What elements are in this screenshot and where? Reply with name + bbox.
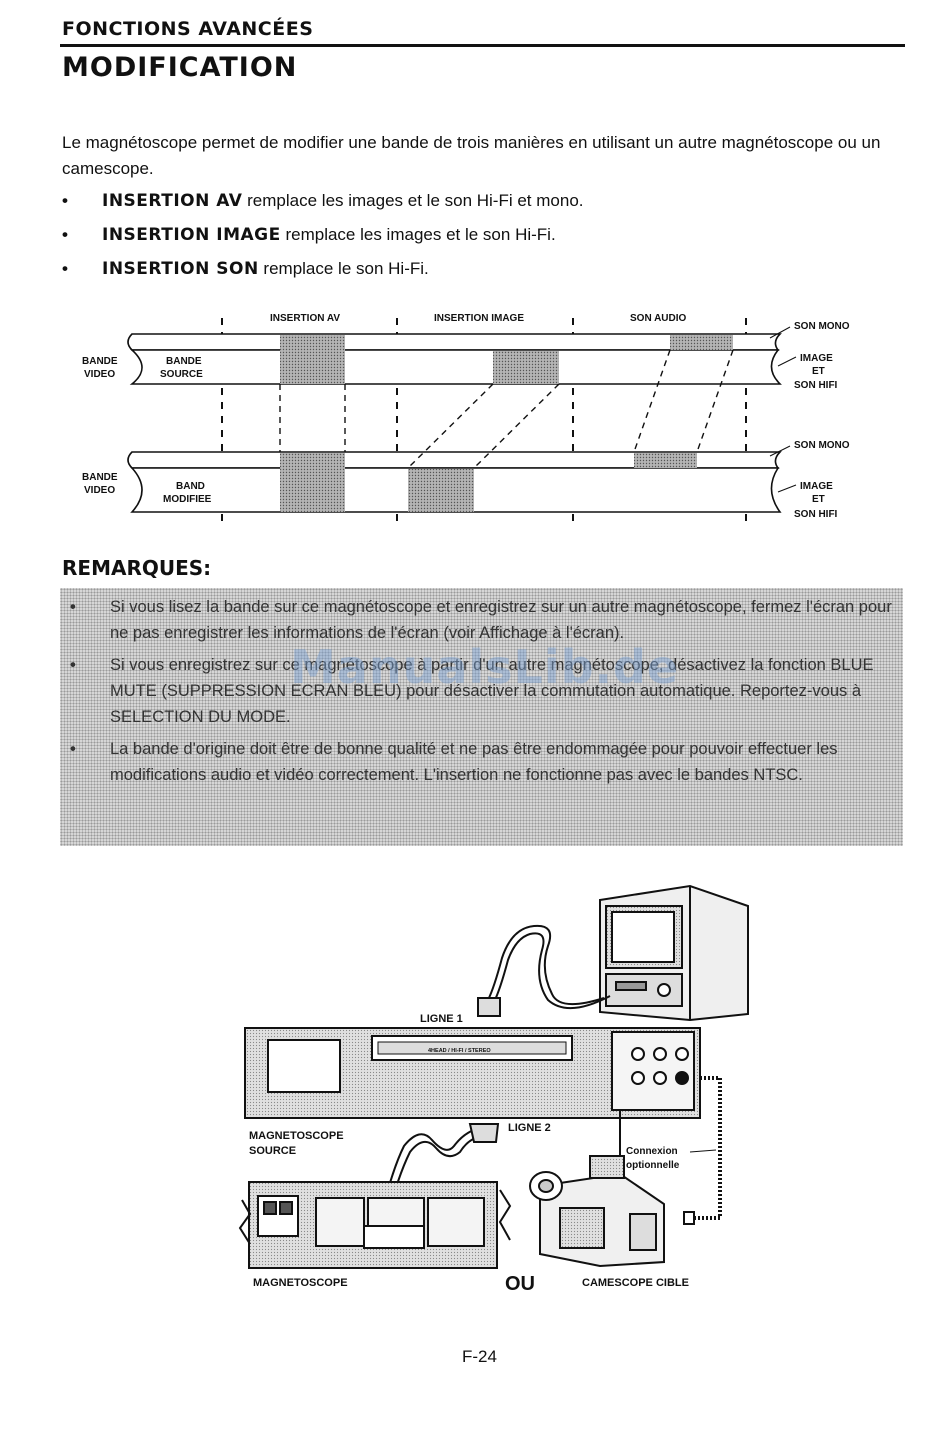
list-text: remplace le son Hi-Fi. [258, 259, 429, 278]
label-bande-video-top-1: BANDE [82, 356, 118, 367]
label-ligne2: LIGNE 2 [508, 1122, 551, 1134]
list-keyword: INSERTION AV [102, 191, 243, 211]
label-source-vcr-2: SOURCE [249, 1145, 296, 1157]
vcr-back-panel [248, 1181, 498, 1269]
list-text: remplace les images et le son Hi-Fi. [280, 225, 556, 244]
list-keyword: INSERTION SON [102, 259, 259, 279]
list-item: •La bande d'origine doit être de bonne q… [70, 740, 838, 784]
remark-text: Si vous enregistrez sur ce magnétoscope … [110, 656, 874, 726]
section-title: FONCTIONS AVANCÉES [62, 18, 314, 40]
label-source-vcr-1: MAGNETOSCOPE [249, 1130, 344, 1142]
remarks-shaded-box [60, 588, 903, 846]
list-item: •Si vous enregistrez sur ce magnétoscope… [70, 656, 874, 726]
label-band-modifiee-1: BAND [176, 481, 205, 492]
label-bande-source-2: SOURCE [160, 369, 203, 380]
label-bande-video-top-2: VIDEO [84, 369, 115, 380]
remarks-title: REMARQUES: [62, 556, 212, 580]
label-bande-source-1: BANDE [166, 356, 202, 367]
remarks-list: •Si vous lisez la bande sur ce magnétosc… [62, 594, 897, 794]
label-image-bottom: IMAGE [800, 481, 833, 492]
camcorder-illustration [529, 1155, 665, 1268]
insert-image-source-block [493, 351, 559, 384]
header-rule [60, 44, 905, 47]
intro-paragraph: Le magnétoscope permet de modifier une b… [62, 133, 881, 178]
page-number: F-24 [462, 1347, 497, 1366]
remark-text: Si vous lisez la bande sur ce magnétosco… [110, 598, 892, 642]
label-camcorder: CAMESCOPE CIBLE [582, 1277, 689, 1289]
label-optional-2: optionnelle [626, 1160, 680, 1171]
list-item: •INSERTION AV remplace les images et le … [62, 191, 584, 211]
label-bande-video-bottom-2: VIDEO [84, 485, 115, 496]
col-label-son-audio: SON AUDIO [630, 313, 687, 324]
insert-image-modified-block [408, 469, 474, 512]
watermark: ManualsLib.de [290, 640, 680, 694]
son-audio-source-block [670, 335, 733, 350]
label-et-top: ET [812, 366, 825, 377]
source-vcr [244, 1027, 701, 1119]
insertion-list: •INSERTION AV remplace les images et le … [62, 186, 902, 288]
insert-av-source-block [280, 335, 345, 384]
transfer-lines [279, 349, 734, 469]
tv-illustration [599, 884, 749, 1022]
list-item: •INSERTION IMAGE remplace les images et … [62, 225, 556, 245]
label-et-bottom: ET [812, 494, 825, 505]
label-bande-video-bottom-1: BANDE [82, 472, 118, 483]
label-ou: OU [505, 1273, 535, 1295]
list-keyword: INSERTION IMAGE [102, 225, 281, 245]
label-image-top: IMAGE [800, 353, 833, 364]
list-item: •Si vous lisez la bande sur ce magnétosc… [70, 598, 892, 642]
son-audio-modified-block [634, 453, 697, 468]
list-item: •INSERTION SON remplace le son Hi-Fi. [62, 259, 429, 279]
insert-av-modified-block [280, 453, 345, 512]
list-text: remplace les images et le son Hi-Fi et m… [242, 191, 584, 210]
label-son-hifi-bottom: SON HIFI [794, 509, 838, 520]
col-label-insertion-image: INSERTION IMAGE [434, 313, 524, 324]
remark-text: La bande d'origine doit être de bonne qu… [110, 740, 838, 784]
label-son-mono-top: SON MONO [794, 321, 850, 332]
label-vcr-back: MAGNETOSCOPE [253, 1277, 348, 1289]
label-ligne1: LIGNE 1 [420, 1013, 463, 1025]
label-optional-1: Connexion [626, 1146, 678, 1157]
label-band-modifiee-2: MODIFIEE [163, 494, 212, 505]
label-son-mono-bottom: SON MONO [794, 440, 850, 451]
label-son-hifi-top: SON HIFI [794, 380, 838, 391]
page-title: MODIFICATION [62, 52, 298, 83]
scart-cable-1 [487, 924, 611, 1010]
vcr-front-text: 4HEAD / HI-FI / STEREO [428, 1048, 491, 1054]
scart-cable-2 [379, 1127, 487, 1223]
col-label-insertion-av: INSERTION AV [270, 313, 340, 324]
